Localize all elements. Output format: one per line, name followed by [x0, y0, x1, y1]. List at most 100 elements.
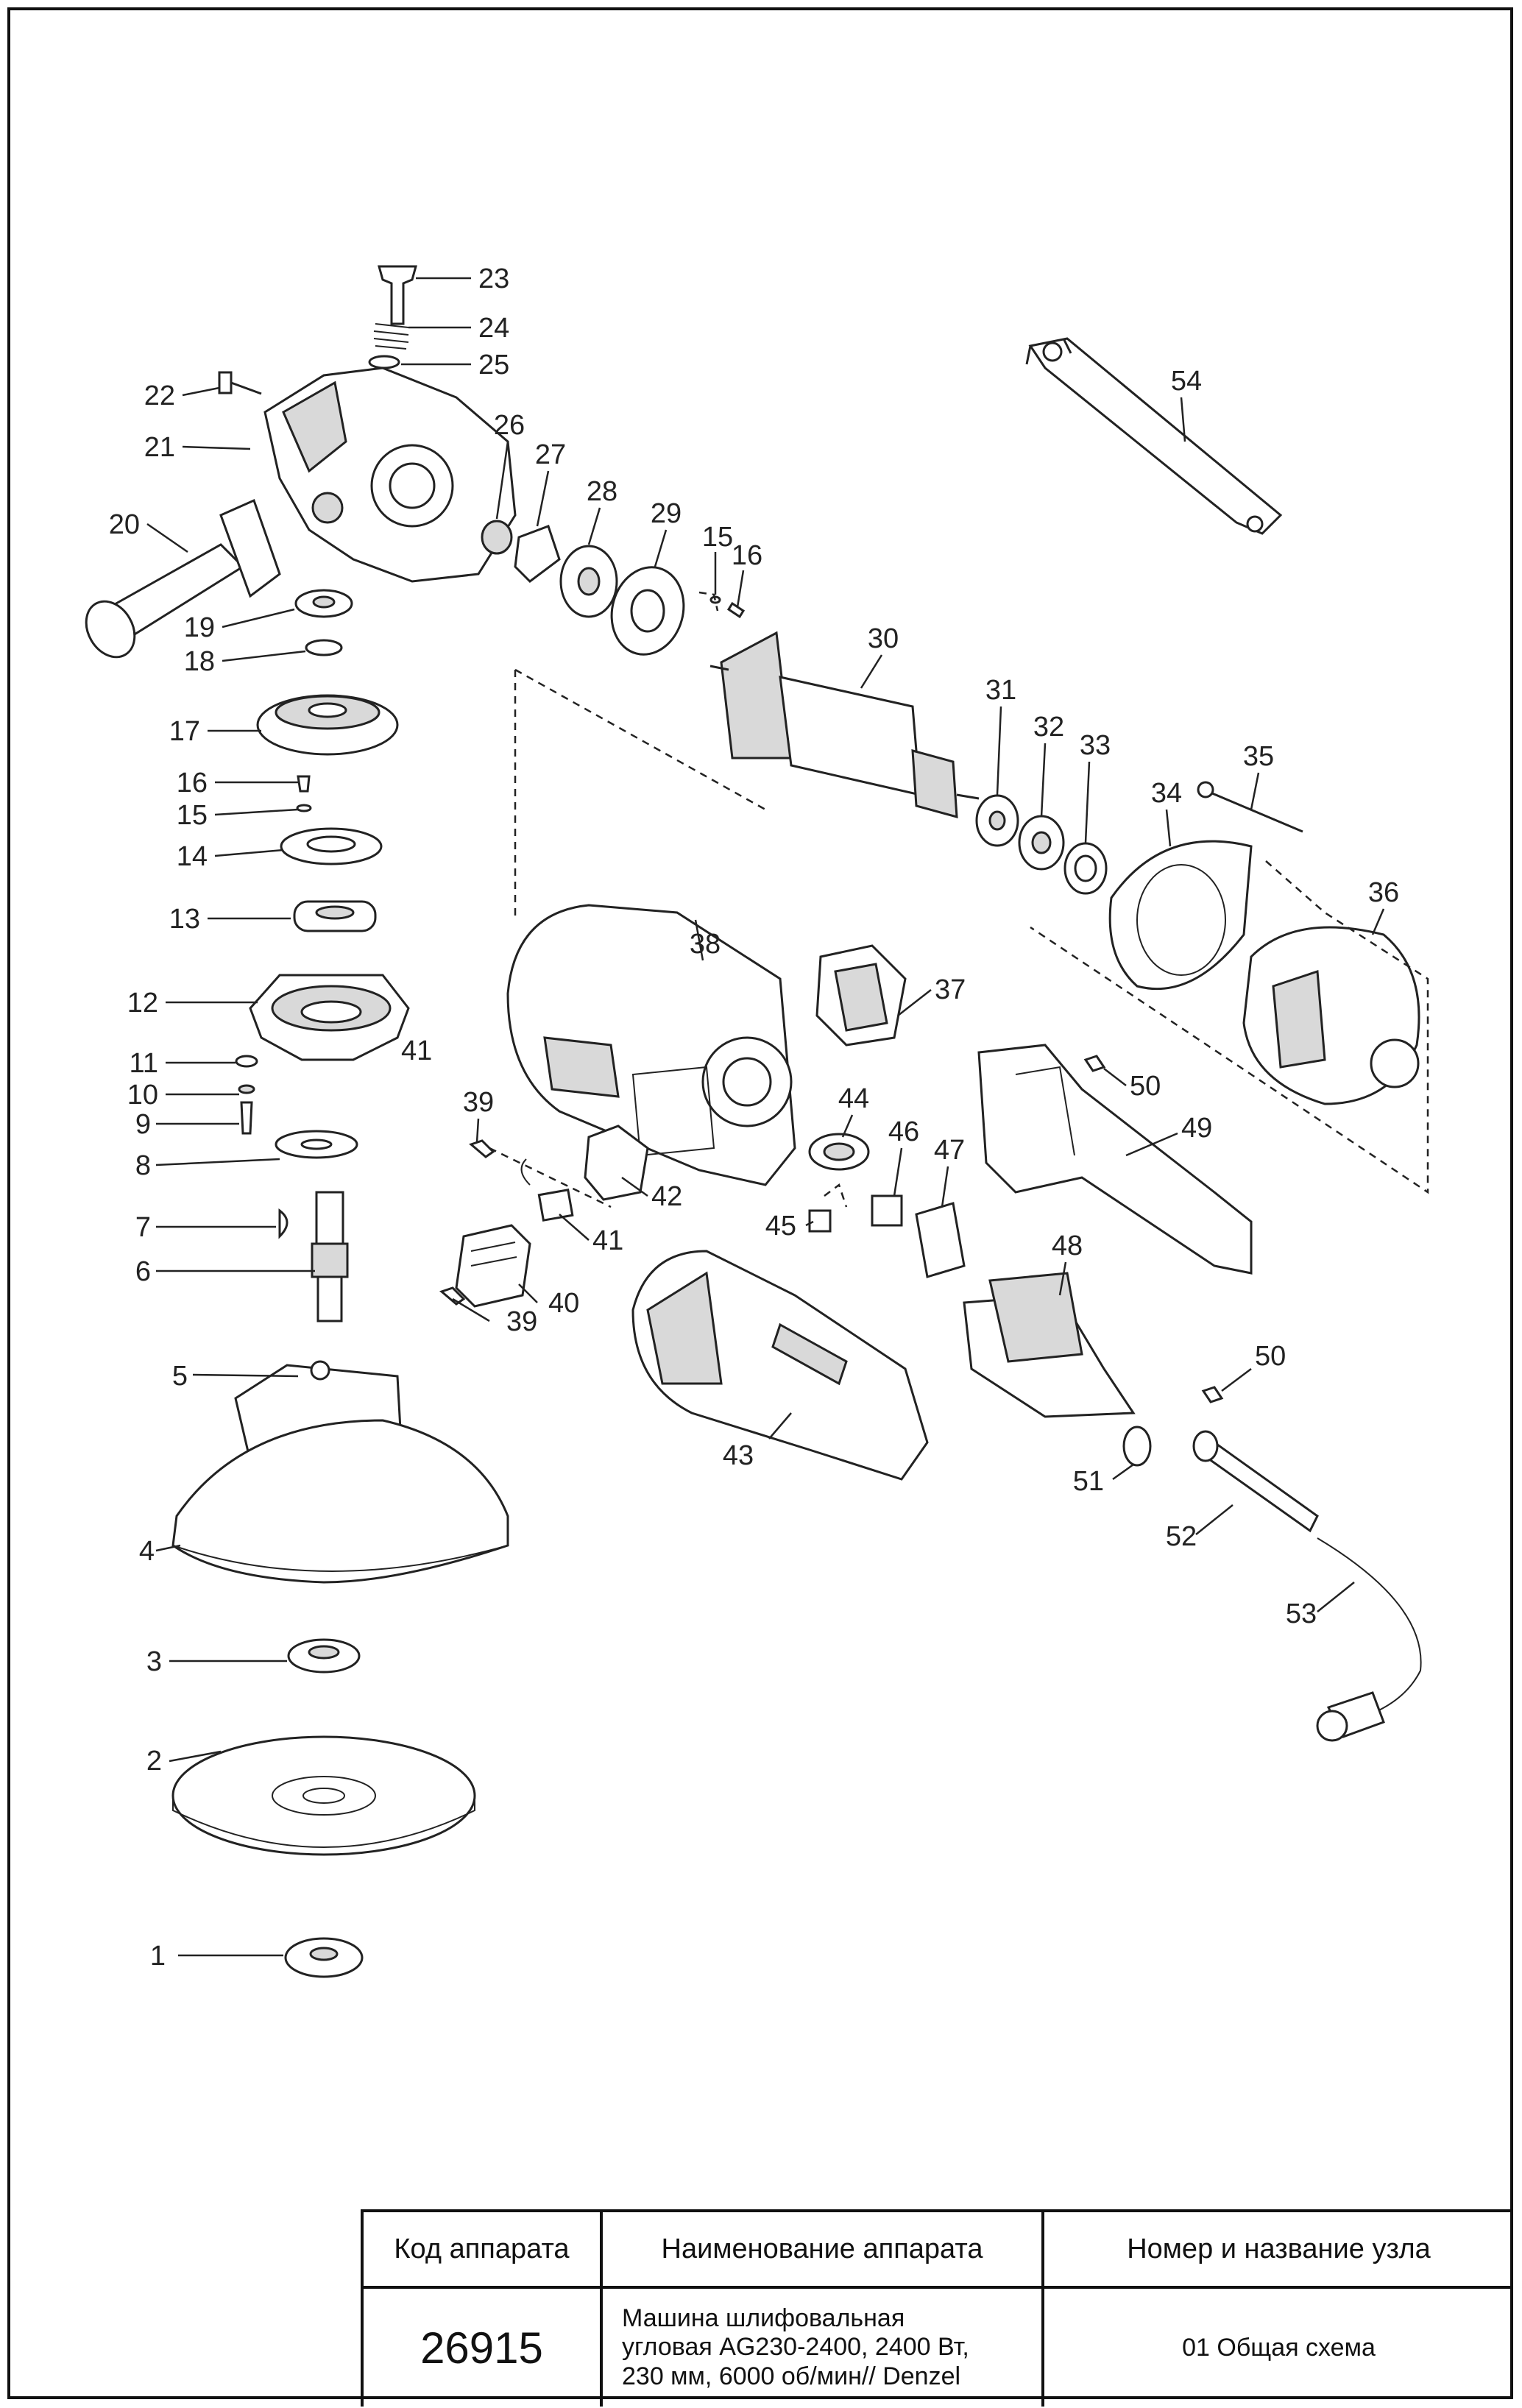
part-37-cover-plate [815, 944, 907, 1047]
part-9-screw [240, 1101, 253, 1135]
part-10-washer [238, 1084, 255, 1094]
assembly-dashed-line-right [1030, 860, 1429, 1194]
part-23-lock-button [378, 265, 417, 325]
part-21-gear-housing [263, 366, 517, 583]
callout-40: 40 [548, 1288, 579, 1319]
part-39-screw-lower [439, 1286, 466, 1306]
part-48-switch-lever [963, 1272, 1136, 1418]
part-19-bearing [294, 589, 353, 618]
callout-50b: 50 [1255, 1341, 1286, 1372]
part-40-brush-cover [455, 1224, 531, 1308]
part-24-spring [373, 323, 409, 350]
callout-41a: 41 [592, 1225, 623, 1256]
part-46-switch-button [871, 1194, 903, 1227]
exploded-view-drawing: 1234567891011121314151617181920212223242… [85, 263, 1429, 1978]
part-51-cable-clamp [1122, 1426, 1152, 1467]
part-4-wheel-guard [171, 1419, 509, 1584]
part-16-screw-top [726, 601, 746, 619]
callout-9: 9 [135, 1109, 151, 1140]
part-18-circlip [305, 639, 343, 656]
part-8-washer [275, 1130, 358, 1159]
assembly-dashed-switch [824, 1183, 848, 1208]
callout-49: 49 [1181, 1113, 1212, 1144]
assembly-dashed-screw [698, 591, 719, 612]
part-53-power-cord [1316, 1537, 1422, 1742]
part-54-pin-wrench [1025, 337, 1283, 535]
callout-27: 27 [535, 439, 566, 470]
apparatus-name: Машина шлифовальная угловая AG230-2400, … [603, 2289, 1044, 2407]
part-17-bevel-gear [256, 694, 399, 756]
callout-39a: 39 [463, 1087, 494, 1118]
part-12-flange [249, 974, 410, 1061]
callout-21: 21 [144, 432, 175, 463]
callout-19: 19 [184, 612, 215, 643]
callout-10: 10 [127, 1080, 158, 1111]
callout-38: 38 [690, 929, 721, 960]
callout-16b: 16 [732, 540, 762, 571]
part-49-handle-cover [977, 1044, 1253, 1275]
part-43-rear-housing [631, 1250, 929, 1481]
part-47-switch [915, 1202, 966, 1278]
callout-26: 26 [494, 410, 525, 441]
title-block: Код аппарата Наименование аппарата Номер… [361, 2209, 1513, 2407]
drawing-frame [7, 7, 1513, 2399]
callout-7: 7 [135, 1212, 151, 1243]
callout-11: 11 [130, 1048, 158, 1079]
assembly-dashed-line-top [514, 668, 766, 811]
callout-leaders [146, 277, 1385, 1957]
part-20-side-handle [85, 498, 281, 659]
part-7-key [278, 1208, 289, 1239]
part-2-grinding-disc [171, 1735, 476, 1856]
callout-4: 4 [139, 1536, 155, 1567]
part-28-bearing [559, 545, 618, 618]
header-code-cell: Код аппарата [364, 2212, 603, 2286]
callout-46: 46 [888, 1116, 919, 1147]
callout-44: 44 [838, 1083, 869, 1114]
callout-28: 28 [587, 476, 617, 507]
callout-14: 14 [177, 841, 208, 872]
callout-23: 23 [478, 263, 509, 294]
part-31-washer [975, 794, 1019, 847]
part-39-screw-upper [469, 1139, 495, 1158]
part-27-pinion [514, 525, 561, 583]
part-1-outer-nut [284, 1937, 364, 1978]
callout-2: 2 [146, 1746, 162, 1777]
part-22-screw [218, 371, 262, 395]
callout-12: 12 [127, 988, 158, 1019]
part-29-bearing-plate [610, 566, 685, 656]
callout-24: 24 [478, 313, 509, 344]
callout-53: 53 [1286, 1598, 1317, 1629]
callout-30: 30 [868, 623, 899, 654]
part-3-inner-flange [287, 1638, 361, 1674]
callout-20: 20 [109, 509, 140, 540]
part-45-spring [808, 1209, 832, 1233]
callout-47: 47 [934, 1135, 965, 1166]
callout-41b: 41 [401, 1035, 432, 1066]
part-26-nut [481, 520, 513, 555]
callout-13: 13 [169, 904, 200, 935]
header-name-cell: Наименование аппарата [603, 2212, 1044, 2286]
callout-8: 8 [135, 1150, 151, 1181]
part-50-screw-lower [1201, 1386, 1224, 1403]
callout-35: 35 [1243, 741, 1274, 772]
part-15-washer-lower [296, 804, 312, 812]
callout-32: 32 [1033, 712, 1064, 743]
callout-5: 5 [172, 1361, 188, 1392]
callout-36: 36 [1368, 877, 1399, 908]
callout-18: 18 [184, 646, 215, 677]
part-16-screw-lower [297, 775, 311, 793]
assembly-dashed-brush [489, 1147, 612, 1208]
assembly-name: 01 Общая схема [1182, 2333, 1376, 2362]
part-42-brush-holder [584, 1125, 649, 1201]
apparatus-code: 26915 [364, 2289, 603, 2407]
callout-43: 43 [723, 1440, 754, 1471]
header-assembly-cell: Номер и название узла [1127, 2233, 1431, 2264]
part-6-spindle [311, 1191, 349, 1322]
callout-54: 54 [1171, 366, 1202, 397]
callout-15a: 15 [177, 800, 208, 831]
part-38-motor-housing [506, 904, 796, 1186]
callout-39b: 39 [506, 1306, 537, 1337]
callout-52: 52 [1166, 1521, 1197, 1552]
callout-15b: 15 [702, 522, 733, 553]
callout-6: 6 [135, 1256, 151, 1287]
